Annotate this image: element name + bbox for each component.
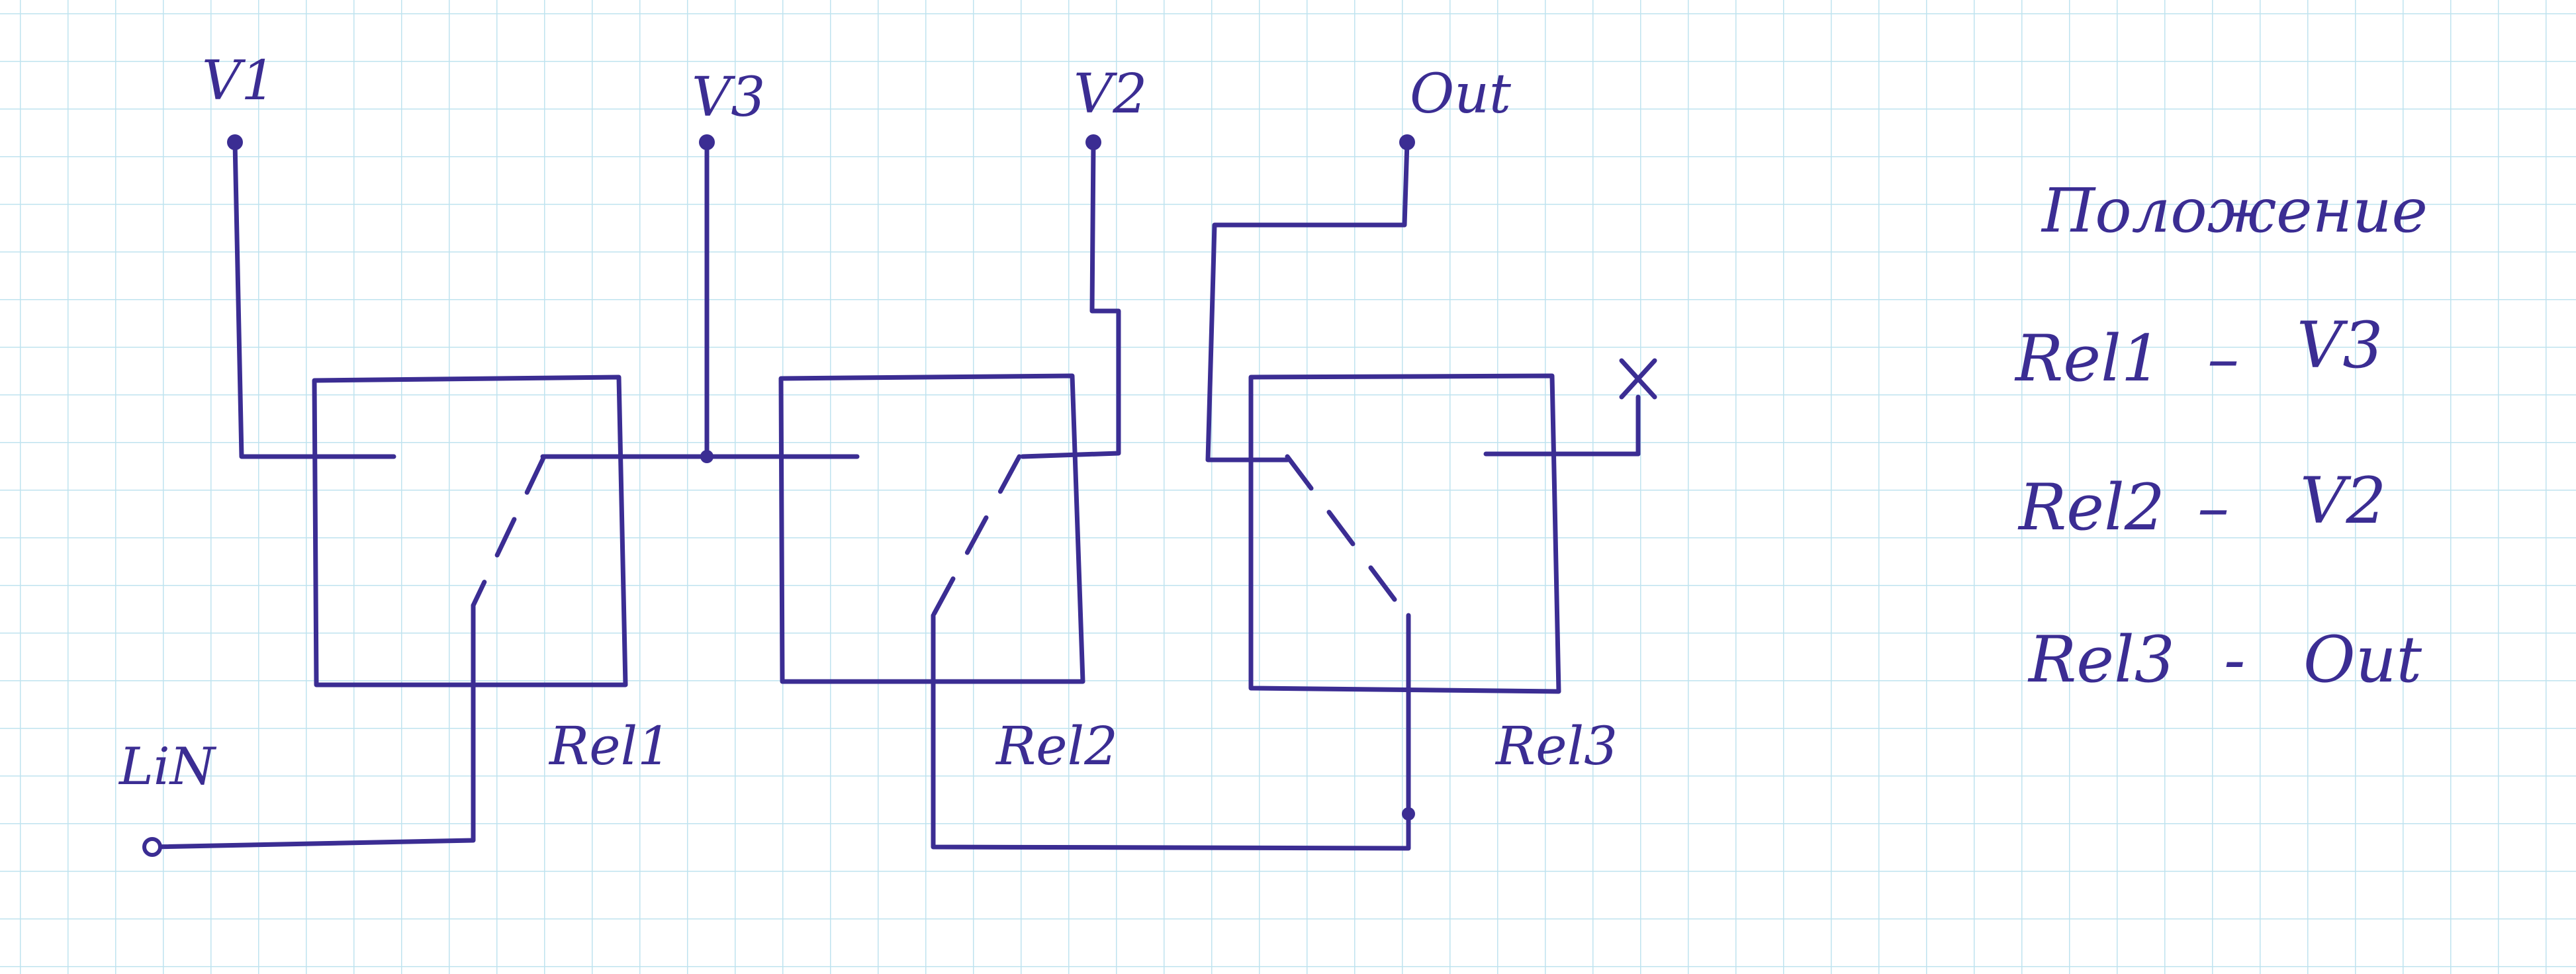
terminal-dots — [142, 134, 1415, 857]
legend-dash: – — [2197, 470, 2229, 545]
junction-v3 — [700, 450, 713, 463]
terminal-dot-lin — [142, 837, 162, 857]
terminal-dot-out — [1399, 134, 1415, 150]
relay-3-body — [1248, 373, 1561, 694]
terminal-dot-v1 — [227, 134, 243, 150]
label-v2: V2 — [1074, 63, 1147, 126]
wire-out — [1205, 140, 1410, 463]
wire-lin — [150, 603, 476, 850]
wire-v1 — [232, 140, 396, 459]
legend-target: V2 — [2300, 464, 2386, 538]
label-out: Out — [1410, 63, 1512, 126]
label-v3: V3 — [692, 66, 765, 129]
terminal-dot-v3 — [699, 134, 715, 150]
relay-2-switch — [931, 454, 1022, 618]
relay-3-switch — [1285, 454, 1409, 618]
junction-rel3 — [1402, 807, 1415, 820]
terminal-dot-v2 — [1085, 134, 1101, 150]
labels: V1 V3 V2 Out LiN Rel1 Rel2 Rel3 Положени… — [118, 50, 2428, 797]
legend-row: Rel3 - Out — [2027, 623, 2422, 697]
wire-rel2-rel3-link — [931, 613, 1411, 851]
legend-dash: – — [2207, 322, 2239, 396]
label-rel3: Rel3 — [1495, 715, 1618, 777]
wire-v2 — [1020, 140, 1121, 459]
legend-target: V3 — [2297, 308, 2383, 382]
legend-target: Out — [2303, 623, 2422, 697]
relay-1-switch — [471, 454, 547, 608]
x-marker-icon — [1619, 358, 1657, 400]
relay-2-body — [778, 373, 1085, 684]
legend-relay: Rel3 — [2027, 623, 2175, 697]
label-lin: LiN — [118, 737, 217, 797]
label-v1: V1 — [202, 50, 275, 112]
label-rel2: Rel2 — [995, 715, 1118, 777]
circuit-wiring — [150, 140, 1657, 851]
legend-dash: - — [2224, 623, 2245, 697]
legend-row: Rel1 – V3 — [2014, 308, 2383, 396]
legend-title: Положение — [2041, 175, 2428, 246]
relay-1-body — [312, 375, 628, 687]
legend-relay: Rel1 — [2014, 322, 2162, 396]
label-rel1: Rel1 — [548, 715, 671, 777]
legend-relay: Rel2 — [2017, 470, 2165, 545]
legend-row: Rel2 – V2 — [2017, 464, 2386, 545]
